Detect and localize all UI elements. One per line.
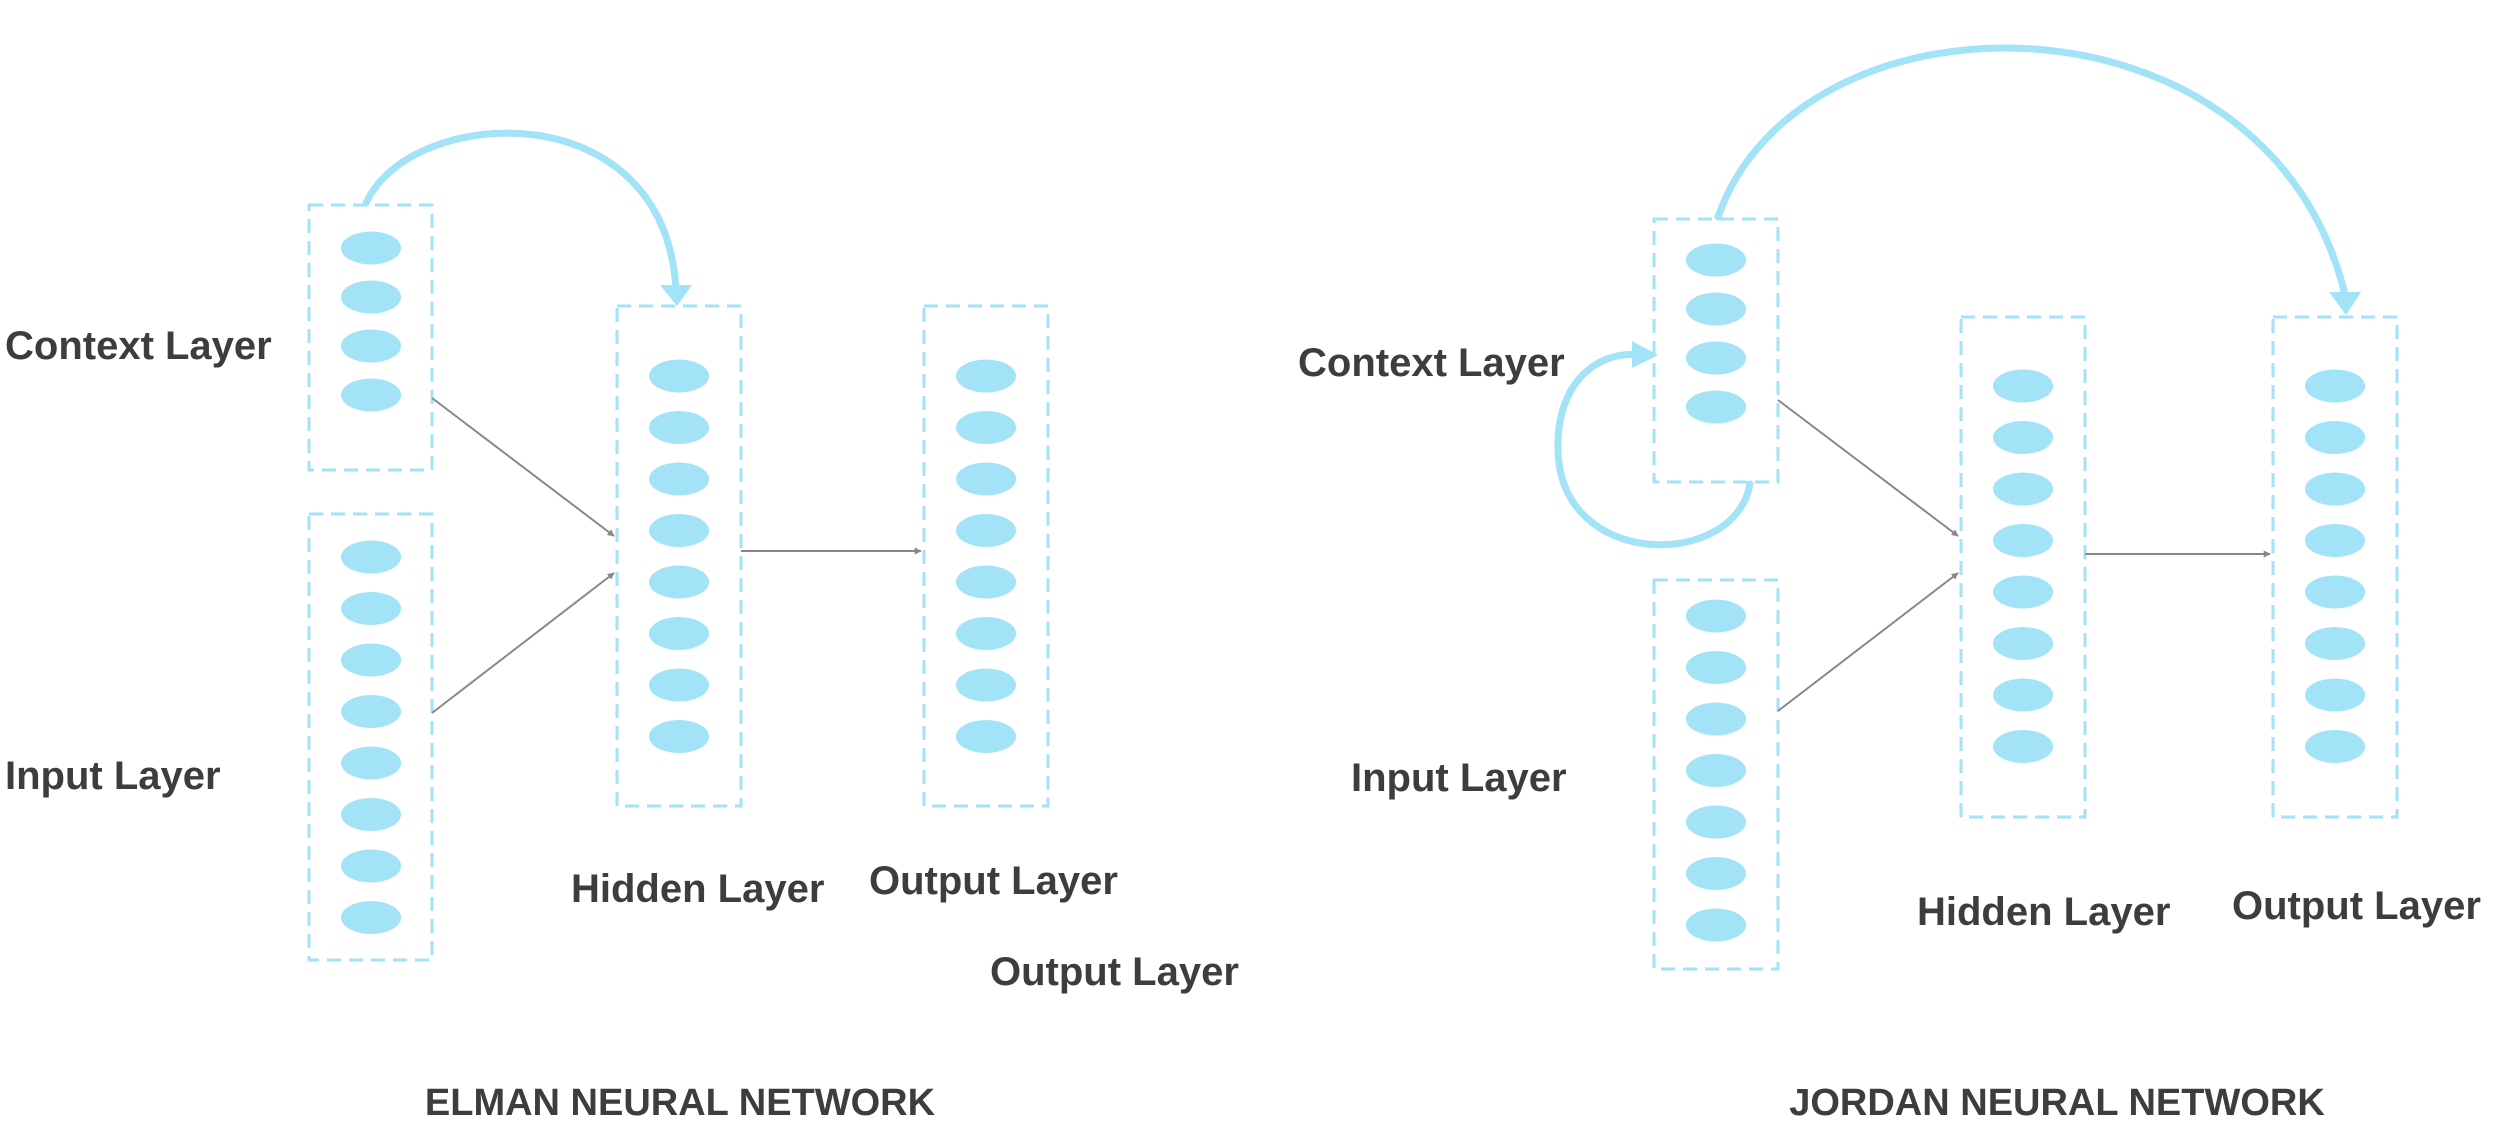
neuron-node (341, 378, 401, 412)
neuron-node (1686, 857, 1746, 890)
neuron-node (649, 514, 709, 547)
jordan-input-to-hidden-arrow (1777, 572, 1959, 712)
jordan-context-nodes (1686, 243, 1746, 424)
neuron-node (1686, 754, 1746, 787)
elman-recurrent-arc (362, 129, 680, 294)
neuron-node (649, 359, 709, 393)
jordan-input-layer-box (1652, 578, 1780, 971)
neuron-node (341, 643, 401, 677)
neuron-node (649, 617, 709, 650)
elman-context-to-hidden-arrow (431, 397, 615, 537)
neuron-node (1993, 627, 2053, 660)
jordan-context-label: Context Layer (1298, 341, 1565, 385)
neuron-node (956, 359, 1016, 393)
neuron-node (1993, 421, 2053, 454)
elman-input-layer-box (307, 512, 434, 962)
neuron-node (2305, 678, 2365, 712)
elman-input-label: Input Layer (5, 754, 221, 798)
neuron-node (341, 849, 401, 883)
neuron-node (956, 720, 1016, 753)
jordan-caption: JORDAN NEURAL NETWORK (1789, 1082, 2325, 1124)
jordan-self-loop-arc (1554, 350, 1754, 549)
jordan-output-recurrent-arrowhead (2329, 292, 2361, 315)
neuron-node (1993, 472, 2053, 506)
neuron-node (956, 617, 1016, 650)
neuron-node (1993, 524, 2053, 557)
jordan-context-to-hidden-arrow (1777, 399, 1959, 537)
neuron-node (956, 565, 1016, 599)
jordan-output-nodes (2305, 369, 2365, 763)
jordan-context-layer-box (1652, 217, 1780, 484)
neuron-node (1686, 908, 1746, 942)
elman-context-layer-box (307, 203, 434, 472)
neuron-node (1686, 805, 1746, 839)
neuron-node (2305, 421, 2365, 454)
elman-output-label-duplicate: Output Layer (990, 950, 1239, 994)
neuron-node (956, 668, 1016, 702)
neuron-node (2305, 627, 2365, 660)
neuron-node (341, 280, 401, 314)
neuron-node (341, 592, 401, 625)
elman-caption: ELMAN NEURAL NETWORK (425, 1082, 936, 1124)
jordan-network: Context Layer Input Layer Hidden Layer O… (1298, 44, 2481, 1124)
neuron-node (341, 329, 401, 363)
neuron-node (956, 514, 1016, 547)
elman-network: Context Layer Input Layer Hidden Layer O… (5, 129, 1239, 1124)
neuron-node (1993, 678, 2053, 712)
neuron-node (2305, 524, 2365, 557)
neuron-node (649, 565, 709, 599)
neuron-node (341, 746, 401, 780)
neuron-node (341, 798, 401, 831)
jordan-input-nodes (1686, 599, 1746, 942)
neuron-node (2305, 730, 2365, 763)
elman-hidden-layer-box (615, 304, 743, 808)
neuron-node (341, 540, 401, 574)
jordan-output-recurrent-arc (1714, 44, 2349, 299)
neuron-node (341, 695, 401, 728)
neuron-node (1686, 292, 1746, 326)
elman-hidden-nodes (649, 359, 709, 753)
neuron-node (1686, 702, 1746, 736)
neuron-node (649, 462, 709, 496)
elman-output-nodes (956, 359, 1016, 753)
neuron-node (1993, 369, 2053, 403)
neuron-node (2305, 369, 2365, 403)
neuron-node (1686, 243, 1746, 277)
neuron-node (649, 411, 709, 444)
elman-context-label: Context Layer (5, 324, 272, 368)
elman-input-nodes (341, 540, 401, 934)
elman-hidden-label: Hidden Layer (571, 867, 824, 911)
jordan-hidden-nodes (1993, 369, 2053, 763)
neuron-node (956, 411, 1016, 444)
elman-context-nodes (341, 231, 401, 412)
elman-output-layer-box (922, 304, 1050, 808)
elman-recurrent-arrowhead (660, 285, 692, 306)
neuron-node (2305, 472, 2365, 506)
elman-input-to-hidden-arrow (431, 572, 615, 714)
jordan-output-label: Output Layer (2232, 884, 2481, 928)
neuron-node (956, 462, 1016, 496)
jordan-self-loop-arrowhead (1632, 341, 1658, 368)
jordan-hidden-label: Hidden Layer (1917, 890, 2170, 934)
neuron-node (1686, 651, 1746, 684)
neuron-node (341, 901, 401, 934)
jordan-input-label: Input Layer (1351, 756, 1567, 800)
jordan-output-layer-box (2271, 315, 2399, 819)
neuron-node (341, 231, 401, 265)
elman-output-label: Output Layer (869, 859, 1118, 903)
neuron-node (649, 720, 709, 753)
neuron-node (1993, 730, 2053, 763)
neuron-node (2305, 575, 2365, 609)
neuron-node (649, 668, 709, 702)
neuron-node (1686, 341, 1746, 375)
neuron-node (1686, 599, 1746, 633)
neuron-node (1993, 575, 2053, 609)
jordan-hidden-layer-box (1959, 315, 2087, 819)
neuron-node (1686, 390, 1746, 424)
